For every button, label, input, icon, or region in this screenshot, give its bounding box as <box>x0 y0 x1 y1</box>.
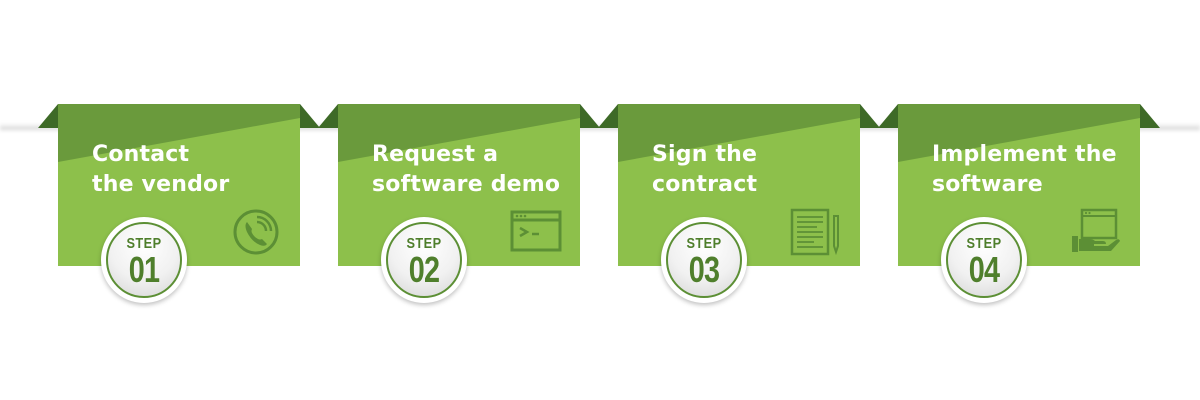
terminal-window-icon <box>510 210 562 252</box>
step-badge: STEP 02 <box>381 217 467 303</box>
ribbon-card <box>38 104 320 266</box>
hand-screen-icon <box>1072 208 1120 252</box>
step-card-3: Sign the contract STEP 03 <box>598 104 880 304</box>
step-title: Request a software demo <box>372 142 561 197</box>
step-badge: STEP 03 <box>661 217 747 303</box>
step-badge: STEP 01 <box>101 217 187 303</box>
step-title: Sign the contract <box>652 142 758 197</box>
badge-label: STEP <box>686 235 722 252</box>
step-number: 02 <box>408 249 440 290</box>
step-number: 01 <box>128 249 160 290</box>
step-card-1: Contact the vendor STEP 01 <box>38 104 320 304</box>
step-number: 03 <box>688 249 720 290</box>
step-badge: STEP 04 <box>941 217 1027 303</box>
step-number: 04 <box>968 249 1000 290</box>
step-card-4: Implement the software STEP 04 <box>878 104 1160 304</box>
badge-label: STEP <box>126 235 162 252</box>
badge-label: STEP <box>406 235 442 252</box>
document-pen-icon <box>790 208 839 256</box>
phone-icon <box>233 209 279 255</box>
step-card-2: Request a software demo STEP 02 <box>318 104 600 304</box>
step-title: Implement the software <box>932 142 1117 197</box>
step-title: Contact the vendor <box>92 142 230 197</box>
badge-label: STEP <box>966 235 1002 252</box>
